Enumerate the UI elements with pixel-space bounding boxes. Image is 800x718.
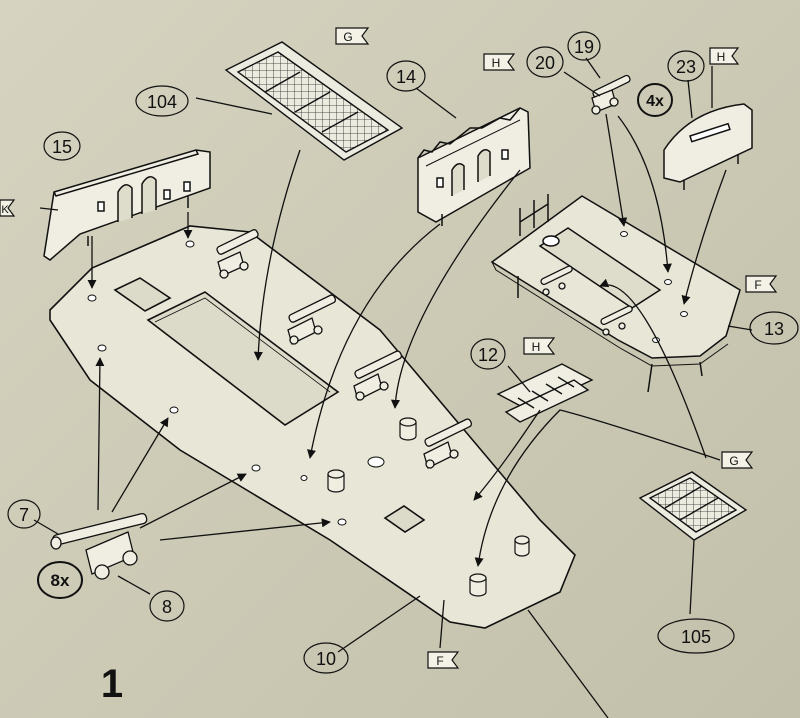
flag-k-15: K <box>1 204 9 216</box>
label-104: 104 <box>147 92 177 112</box>
flag-g-bottom: G <box>729 454 738 468</box>
part-labels <box>7 31 799 674</box>
label-10: 10 <box>316 649 336 669</box>
letter-flags <box>0 27 778 669</box>
cannon-deck-d <box>423 418 473 469</box>
label-20: 20 <box>535 53 555 73</box>
cannon-upper-a <box>540 265 573 296</box>
cannon-deck-b <box>287 294 337 345</box>
label-14: 14 <box>396 67 416 87</box>
main-deck-part-10 <box>49 225 576 629</box>
bulkhead-part-15 <box>43 149 211 261</box>
label-12: 12 <box>478 345 498 365</box>
label-19: 19 <box>574 37 594 57</box>
flag-h-12: H <box>532 340 541 354</box>
quantity-8x: 8x <box>51 571 70 590</box>
label-23: 23 <box>676 57 696 77</box>
step-number: 1 <box>101 662 123 706</box>
label-105: 105 <box>681 627 711 647</box>
flag-f-10: F <box>436 654 443 668</box>
flag-h-14: H <box>492 56 501 70</box>
flag-f-13: F <box>754 278 761 292</box>
cannon-assembly-7-8 <box>50 512 148 580</box>
label-15: 15 <box>52 137 72 157</box>
grating-part-105 <box>638 471 748 541</box>
cannon-deck-a <box>216 229 259 279</box>
bulkhead-part-23 <box>663 103 753 190</box>
cannons <box>50 74 633 580</box>
grating-part-104 <box>224 41 404 161</box>
label-8: 8 <box>162 597 172 617</box>
part-numbers: 15 104 14 20 19 23 13 12 7 8 10 105 4x 8… <box>19 37 784 706</box>
cannon-deck-c <box>353 350 403 401</box>
quantity-4x: 4x <box>646 93 664 110</box>
quarterdeck-part-13 <box>490 194 741 393</box>
cannon-assembly-19-20 <box>591 74 631 115</box>
flag-h-23: H <box>717 50 726 64</box>
ladder-part-12 <box>496 363 594 423</box>
bulkhead-part-14 <box>417 107 531 226</box>
label-13: 13 <box>764 319 784 339</box>
cannon-upper-b <box>600 305 633 336</box>
assembly-arrows <box>33 57 753 718</box>
label-7: 7 <box>19 505 29 525</box>
flag-letters: G H H H G F F K <box>1 30 761 668</box>
flag-g-top: G <box>343 30 352 44</box>
